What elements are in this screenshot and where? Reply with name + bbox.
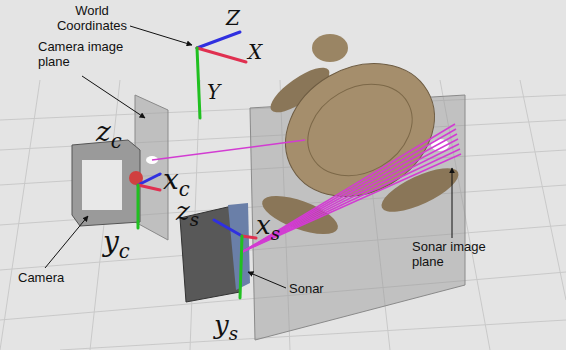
part-label: Camera — [18, 271, 64, 286]
sonar-body — [180, 203, 250, 302]
axis-label: Z — [226, 8, 240, 28]
axis-label: xc — [163, 166, 190, 199]
axis-label: Y — [207, 82, 220, 102]
leader-lines — [45, 26, 452, 288]
title-label: World Coordinates — [52, 4, 132, 34]
axis-label: xs — [256, 212, 280, 244]
axes — [138, 32, 256, 298]
axis-label: yc — [103, 228, 130, 261]
axis-label: ys — [214, 312, 238, 344]
axis-label: zc — [96, 118, 122, 151]
part-label: Sonar — [289, 282, 324, 297]
part-label: Sonar image plane — [412, 240, 504, 270]
axis-label: X — [248, 42, 262, 62]
part-label: Camera image plane — [38, 40, 128, 70]
axis-label: zs — [176, 198, 199, 230]
camera-body — [72, 140, 143, 226]
floor-grid — [0, 80, 566, 350]
rays — [152, 124, 461, 252]
